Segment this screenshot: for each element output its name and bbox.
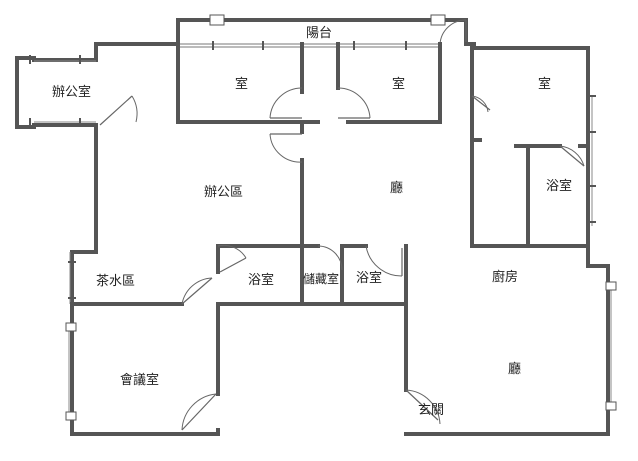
label-storage: 儲藏室 [303, 271, 339, 286]
label-meeting: 會議室 [120, 372, 159, 388]
interior-walls [70, 42, 590, 436]
label-room-1: 室 [235, 76, 248, 92]
wall-post-4 [605, 401, 617, 411]
doors [99, 87, 585, 431]
label-hall-lower: 廳 [508, 361, 521, 377]
label-pantry: 茶水區 [96, 273, 135, 289]
label-room-2: 室 [392, 76, 405, 92]
wall-post-1 [65, 322, 77, 332]
label-office: 辦公室 [52, 84, 91, 100]
wall-post-3 [605, 281, 617, 291]
wall-post-2 [65, 411, 77, 421]
outer-walls [15, 42, 617, 436]
label-entrance: 玄關 [418, 403, 444, 418]
label-office-area: 辦公區 [204, 185, 243, 200]
label-bath-mid: 浴室 [248, 272, 274, 288]
label-bath-right: 浴室 [546, 178, 572, 194]
label-hall-upper: 廳 [390, 180, 403, 196]
label-balcony: 陽台 [306, 26, 332, 41]
label-room-3: 室 [538, 76, 551, 92]
balcony-outline [176, 14, 468, 50]
balcony-post-left [209, 14, 225, 26]
balcony-post-right [430, 14, 446, 26]
label-bath-mid2: 浴室 [356, 270, 382, 286]
label-kitchen: 廚房 [492, 269, 518, 285]
